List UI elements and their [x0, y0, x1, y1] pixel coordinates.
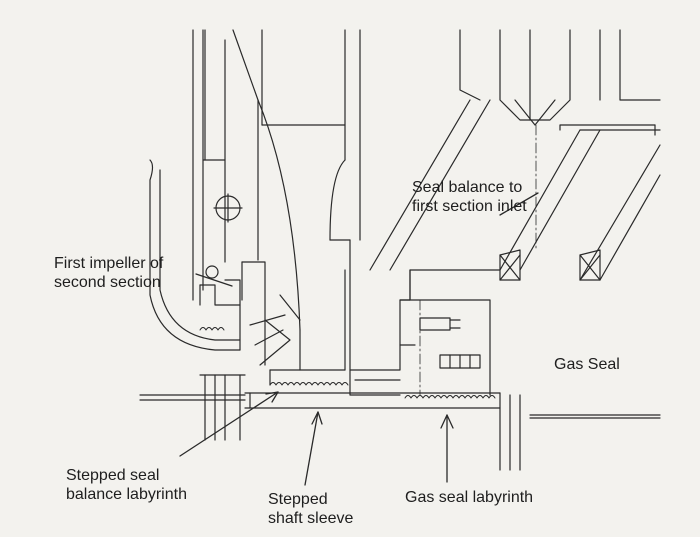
label-seal-balance-to-first-section-inlet: Seal balance to first section inlet [412, 178, 527, 216]
seal-balance-block [269, 239, 491, 396]
shaft-sleeve [139, 374, 661, 471]
label-line: shaft sleeve [268, 510, 354, 527]
label-line: balance labyrinth [66, 486, 187, 503]
impeller-inlet-curve [149, 159, 241, 351]
label-gas-seal: Gas Seal [554, 355, 620, 374]
return-channels [369, 29, 661, 301]
left-casing [192, 29, 226, 301]
leader-arrows [179, 192, 539, 486]
label-stepped-shaft-sleeve: Stepped shaft sleeve [268, 490, 353, 528]
center-lines [419, 124, 537, 396]
seal-balance-labyrinth-teeth [199, 327, 349, 386]
label-line: Gas seal labyrinth [405, 489, 534, 506]
label-gas-seal-labyrinth: Gas seal labyrinth [405, 488, 533, 507]
label-line: second section [54, 274, 161, 291]
impeller-disc [232, 29, 361, 371]
label-line: Seal balance to [412, 179, 523, 196]
gas-seal-labyrinth-teeth [404, 395, 496, 399]
label-line: First impeller of [54, 255, 164, 272]
bolt-symbol [205, 193, 243, 279]
label-line: first section inlet [412, 198, 527, 215]
label-stepped-seal-balance-labyrinth: Stepped seal balance labyrinth [66, 466, 187, 504]
label-line: Stepped [268, 491, 328, 508]
label-line: Gas Seal [554, 356, 620, 373]
label-first-impeller-of-second-section: First impeller of second section [54, 254, 163, 292]
label-line: Stepped seal [66, 467, 160, 484]
